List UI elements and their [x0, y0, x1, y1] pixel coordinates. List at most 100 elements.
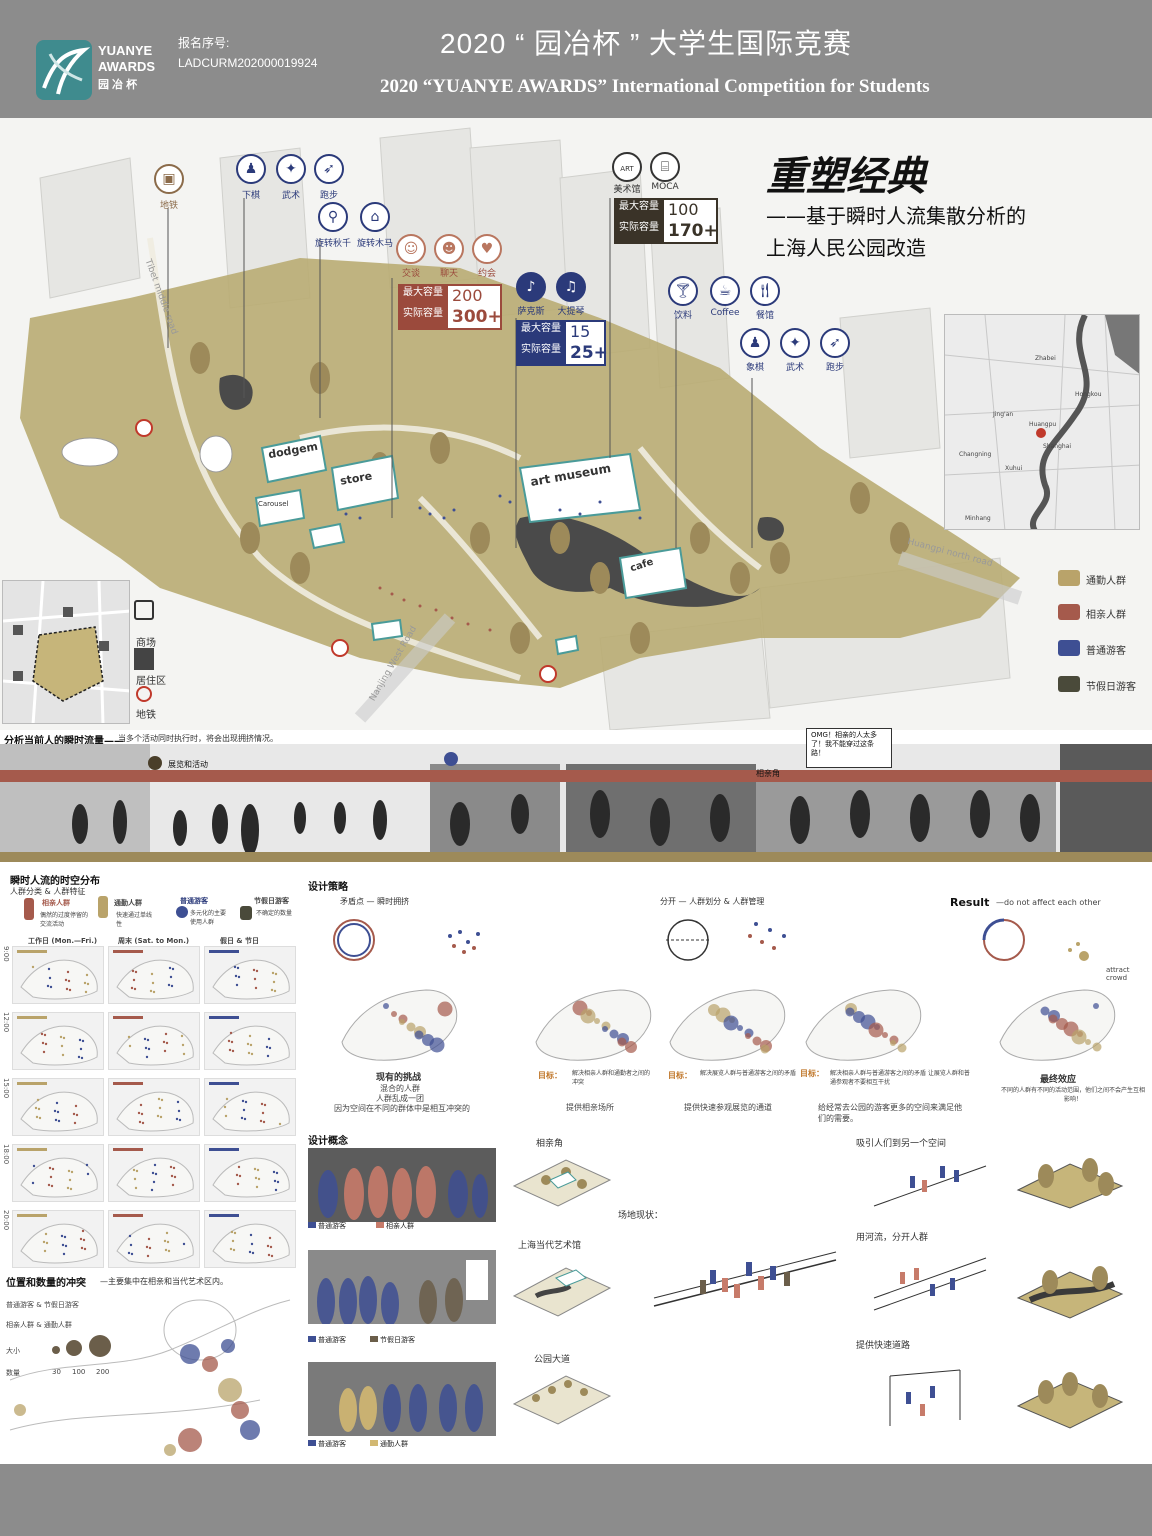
concept-photo-3-drawing — [308, 1362, 496, 1436]
exhibit-dot-icon — [148, 756, 162, 770]
capacity-max-label: 最大容量 — [616, 200, 664, 221]
strategy-conflict-label: 矛盾点 — 瞬时拥挤 — [340, 897, 410, 906]
logo-text-cn: 园 冶 杯 — [98, 79, 138, 91]
final-effect-title: 最终效应 — [1040, 1075, 1077, 1085]
running2-icon-label: 跑步 — [825, 363, 844, 373]
time-space-map-cell — [204, 1012, 296, 1070]
time-space-map-drawing — [209, 1082, 290, 1132]
concept-photo-1 — [308, 1148, 496, 1222]
time-20: 20:00 — [2, 1210, 10, 1231]
site-status-crowd — [653, 1251, 837, 1307]
concept-photo-2-tag-a: 普通游客 — [318, 1336, 346, 1344]
chess-icon-label: 下棋 — [241, 191, 260, 201]
concept-photo-1-drawing — [308, 1148, 496, 1222]
concept-photo-3-tag-a: 普通游客 — [318, 1440, 346, 1448]
concept-photo-1-tag-b: 相亲人群 — [386, 1222, 414, 1230]
provide-3: 给经常去公园的游客更多的空间来满足他们的需要。 — [818, 1103, 962, 1123]
mini-legend-mall: 商场 — [136, 638, 156, 649]
time-space-map-cell — [204, 1078, 296, 1136]
site-status-label: 场地现状： — [618, 1211, 664, 1221]
metro-icon-label: 地铁 — [159, 201, 178, 211]
locator-label-changning: Changning — [959, 451, 992, 458]
action-label-1: 吸引人们到另一个空间 — [856, 1139, 947, 1149]
action-axon-3 — [1016, 1372, 1124, 1429]
action-axon-1 — [1016, 1158, 1124, 1209]
strategy-park-map — [805, 989, 922, 1061]
martial-arts-icon-label: 武术 — [281, 191, 300, 201]
concept-photo-3 — [308, 1362, 496, 1436]
registration-number: LADCURM202000019924 — [178, 56, 318, 70]
strip-title: 分析当前人的瞬时流量—— — [4, 736, 124, 747]
action-label-3: 提供快速道路 — [856, 1341, 911, 1351]
group-visitor-name: 普通游客 — [180, 897, 208, 905]
header-bar: YUANYE AWARDS 园 冶 杯 报名序号: LADCURM2020000… — [0, 0, 1152, 118]
holiday-figure-icon — [240, 906, 252, 920]
residential-icon — [134, 648, 154, 670]
goal-label-3: 目标： — [800, 1069, 824, 1078]
strategy-attract-label: attract crowd — [1106, 966, 1130, 982]
art-icon: ART — [612, 152, 642, 182]
time-space-map-cell — [12, 1012, 104, 1070]
goal-3: 解决相亲人群与普通游客之间的矛盾 让展览人群和普通参观者不要相互干扰 — [830, 1070, 970, 1086]
locator-label-shanghai: Shanghai — [1043, 443, 1072, 450]
column-holiday: 假日 & 节日 — [220, 937, 259, 945]
legend-swatch-visitor-3 — [308, 1440, 316, 1446]
capacity-actual-value: 170+ — [668, 221, 718, 241]
spatiotemporal-title: 瞬时人流的时空分布 — [10, 876, 100, 887]
goal-label-1: 目标： — [538, 1071, 562, 1080]
mini-legend-residential: 居住区 — [136, 676, 166, 687]
conflict-scale-30: 30 — [52, 1368, 61, 1376]
chat-icon-label: 聊天 — [439, 269, 458, 279]
provide-1: 提供相亲场所 — [566, 1103, 614, 1112]
goal-label-2: 目标： — [668, 1071, 692, 1080]
time-space-map-drawing — [209, 1016, 290, 1066]
time-space-map-cell — [204, 1210, 296, 1268]
time-space-map-cell — [204, 946, 296, 1004]
capacity-max-label: 最大容量 — [400, 286, 448, 307]
conflict-count-label: 数量 — [6, 1369, 20, 1377]
time-space-map-drawing — [209, 950, 290, 1000]
footer-bar — [0, 1464, 1152, 1536]
time-9: 9:00 — [2, 946, 10, 962]
time-space-map-cell — [108, 1210, 200, 1268]
challenge-line1: 混合的人群 — [380, 1084, 420, 1093]
time-space-map-cell — [108, 1078, 200, 1136]
group-commuter-name: 通勤人群 — [114, 899, 142, 907]
carousel-icon: ⌂ — [360, 202, 390, 232]
time-space-map-drawing — [17, 1214, 98, 1264]
strip-note: 当多个活动同时执行时，将会出现拥挤情况。 — [118, 734, 278, 743]
locator-label-huangpu: Huangpu — [1029, 421, 1057, 428]
poster-title: 重塑经典 — [766, 153, 926, 200]
strategy-title: 设计策略 — [308, 882, 348, 893]
final-effect-desc: 不同的人群有不同的活动范围，他们之间不会产生互相影响！ — [1000, 1087, 1145, 1103]
time-space-map-drawing — [113, 1148, 194, 1198]
registration-label: 报名序号: — [178, 36, 230, 50]
conflict-legend2: 相亲人群 & 通勤人群 — [6, 1321, 72, 1329]
time-space-map-cell — [12, 1078, 104, 1136]
crowd-photo-strip — [0, 744, 1152, 862]
concept-photo-2 — [308, 1250, 496, 1324]
capacity-max-row: 最大容量 100 — [616, 200, 716, 221]
column-weekend: 周末 (Sat. to Mon.) — [118, 937, 190, 945]
surrounding-mini-map — [2, 580, 130, 724]
logo-text-yuanye: YUANYE — [98, 43, 153, 58]
group-holiday-desc: 不确定的数量 — [256, 910, 293, 917]
strategy-park-map — [535, 989, 652, 1061]
locator-label-jingan: Jing'an — [993, 411, 1014, 418]
strategy-result-label: Result — [950, 896, 990, 909]
social-icon: ☺ — [396, 234, 426, 264]
capacity-max-value: 100 — [668, 200, 699, 219]
restaurant-icon-label: 餐馆 — [755, 311, 774, 321]
time-15: 15:00 — [2, 1078, 10, 1099]
carousel-label: Carousel — [258, 500, 289, 508]
drinks-icon-label: 饮料 — [673, 311, 692, 321]
spatiotemporal-subtitle: 人群分类 & 人群特征 — [10, 887, 86, 896]
restaurant-icon: 🍴︎ — [750, 276, 780, 306]
martial2-icon-label: 武术 — [785, 363, 804, 373]
time-space-map-drawing — [17, 1016, 98, 1066]
commuter-icon — [1058, 570, 1080, 586]
locator-label-zhabei: Zhabei — [1035, 355, 1056, 362]
strategy-park-map — [669, 989, 786, 1061]
chess2-icon-label: 象棋 — [745, 363, 764, 373]
locator-label-hongkou: Hongkou — [1075, 391, 1102, 398]
